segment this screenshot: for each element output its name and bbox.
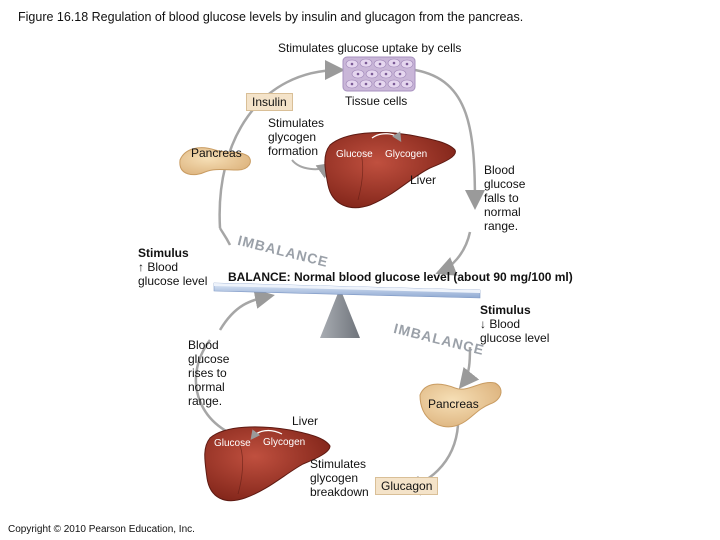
liver-lower-image: [204, 426, 331, 502]
stimulates-breakdown-label: Stimulates glycogen breakdown: [310, 457, 369, 499]
liver-upper-label: Liver: [410, 173, 437, 187]
pancreas-lower-image: [419, 382, 502, 428]
balance-beam-top: [214, 283, 480, 293]
arrow-rises-to-balance: [218, 289, 275, 331]
balance-label: BALANCE: Normal blood glucose level (abo…: [228, 270, 573, 284]
glycogen-upper-label: Glycogen: [385, 149, 428, 160]
stimulus-high-label: Stimulus ↑ Blood glucose level: [138, 246, 208, 288]
arrow-falls-to-balance: [435, 231, 472, 276]
fulcrum: [320, 288, 360, 338]
tissue-cells-label: Tissue cells: [345, 94, 408, 108]
glycogen-lower-label: Glycogen: [263, 437, 306, 448]
pancreas-upper-label: Pancreas: [191, 146, 242, 160]
glucagon-label: Glucagon: [375, 477, 439, 495]
copyright-text: Copyright © 2010 Pearson Education, Inc.: [8, 524, 195, 535]
arrow-insulin-to-liver: [291, 159, 334, 179]
glucose-falls-label: Blood glucose falls to normal range.: [484, 163, 526, 233]
insulin-label: Insulin: [246, 93, 293, 111]
liver-lower-label: Liver: [292, 414, 319, 428]
arrow-tissue-to-falls: [414, 68, 485, 210]
arrow-stimulus-up: [218, 227, 232, 246]
pancreas-upper-image: [179, 147, 251, 176]
stimulates-uptake-label: Stimulates glucose uptake by cells: [278, 41, 462, 55]
down-arrow-icon: ↓: [480, 317, 486, 331]
stimulus-low-label: Stimulus ↓ Blood glucose level: [480, 303, 550, 345]
liver-upper-image: [324, 131, 456, 209]
figure-title: Figure 16.18 Regulation of blood glucose…: [18, 10, 524, 24]
up-arrow-icon: ↑: [138, 260, 144, 274]
glucose-lower-label: Glucose: [214, 438, 251, 449]
stimulates-formation-label: Stimulates glycogen formation: [268, 116, 325, 158]
pancreas-lower-label: Pancreas: [428, 397, 479, 411]
tissue-cells-image: [342, 56, 416, 92]
glucose-upper-label: Glucose: [336, 149, 373, 160]
arrow-to-tissue: [218, 60, 345, 229]
arrow-stimulus-down: [458, 346, 480, 389]
glucose-rises-label: Blood glucose rises to normal range.: [188, 338, 230, 408]
